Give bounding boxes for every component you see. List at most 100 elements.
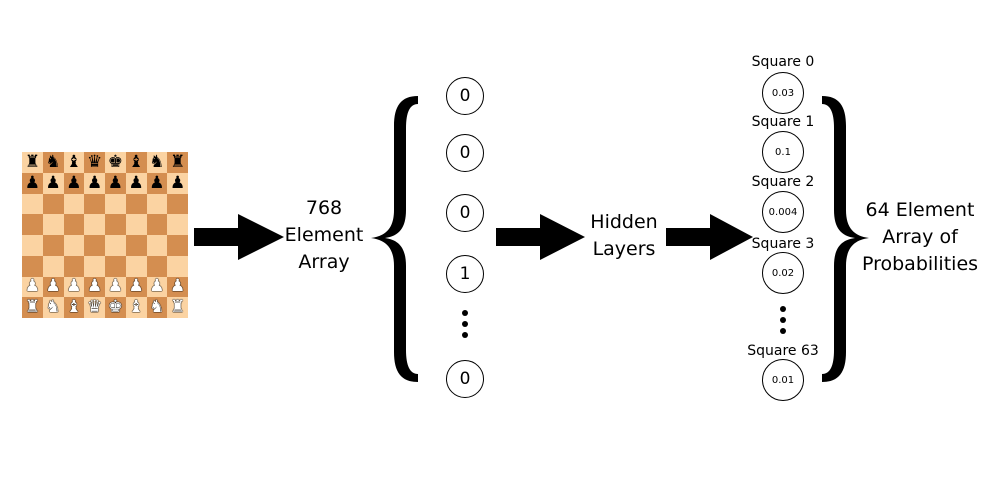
chess-piece: ♟ — [149, 276, 165, 297]
chess-piece: ♟ — [149, 172, 165, 193]
board-square — [167, 193, 188, 215]
board-square: ♜ — [22, 152, 43, 173]
chess-piece: ♛ — [87, 297, 103, 318]
board-square — [84, 193, 105, 215]
board-square — [105, 193, 126, 215]
input-array-label: 768 Element Array — [284, 197, 364, 273]
input-ellipsis — [462, 310, 468, 338]
chess-board: ♜♞♝♛♚♝♞♜♟♟♟♟♟♟♟♟♟♟♟♟♟♟♟♟♜♞♝♛♚♝♞♜ — [22, 152, 188, 318]
board-square: ♟ — [84, 276, 105, 298]
board-square: ♚ — [105, 297, 126, 318]
chess-piece: ♟ — [45, 172, 61, 193]
board-square — [63, 235, 85, 256]
board-square: ♟ — [146, 276, 168, 298]
board-square — [146, 214, 168, 235]
board-square: ♟ — [146, 172, 168, 194]
output-node: 0.004 — [762, 191, 804, 233]
board-square — [63, 214, 85, 235]
chess-piece: ♟ — [24, 276, 40, 297]
board-square — [167, 255, 188, 277]
output-node: 0.02 — [762, 252, 804, 294]
chess-piece: ♞ — [149, 151, 165, 172]
board-square: ♟ — [42, 276, 64, 298]
board-square — [22, 193, 43, 215]
board-square — [167, 214, 188, 235]
board-square — [84, 214, 105, 235]
chess-piece: ♝ — [128, 151, 144, 172]
board-square — [125, 214, 147, 235]
board-square — [146, 255, 168, 277]
chess-piece: ♞ — [149, 297, 165, 318]
chess-piece: ♟ — [87, 172, 103, 193]
board-square: ♞ — [42, 297, 64, 318]
chess-piece: ♚ — [107, 151, 123, 172]
board-square — [167, 235, 188, 256]
output-node: 0.01 — [762, 359, 804, 401]
board-square — [125, 255, 147, 277]
board-square: ♟ — [167, 172, 188, 194]
board-square: ♞ — [42, 152, 64, 173]
output-square-label: Square 1 — [751, 114, 815, 130]
chess-piece: ♜ — [24, 151, 40, 172]
board-square: ♟ — [125, 276, 147, 298]
chess-piece: ♟ — [170, 276, 186, 297]
board-square: ♜ — [167, 152, 188, 173]
board-square: ♟ — [63, 172, 85, 194]
board-square — [146, 235, 168, 256]
output-square-label: Square 2 — [751, 174, 815, 190]
board-square: ♟ — [105, 276, 126, 298]
board-square: ♜ — [167, 297, 188, 318]
board-square: ♟ — [63, 276, 85, 298]
input-node: 0 — [446, 194, 484, 232]
chess-piece: ♜ — [170, 297, 186, 318]
chess-piece: ♟ — [128, 276, 144, 297]
input-node: 0 — [446, 360, 484, 398]
board-square — [22, 255, 43, 277]
output-square-label: Square 63 — [747, 343, 819, 359]
board-square: ♛ — [84, 152, 105, 173]
chess-piece: ♜ — [24, 297, 40, 318]
board-square — [22, 235, 43, 256]
board-square — [125, 235, 147, 256]
board-square — [22, 214, 43, 235]
output-right-brace — [822, 96, 869, 382]
board-square — [63, 193, 85, 215]
board-square: ♟ — [105, 172, 126, 194]
board-square: ♟ — [22, 276, 43, 298]
board-square — [42, 214, 64, 235]
output-square-label: Square 3 — [751, 236, 815, 252]
board-square — [42, 235, 64, 256]
chess-piece: ♝ — [66, 297, 82, 318]
board-square: ♝ — [125, 151, 147, 173]
board-square: ♟ — [167, 276, 188, 298]
board-square — [63, 255, 85, 277]
output-ellipsis — [780, 306, 786, 334]
board-square: ♟ — [42, 172, 64, 194]
chess-piece: ♟ — [87, 276, 103, 297]
board-square — [105, 235, 126, 256]
board-square — [146, 193, 168, 215]
input-left-brace — [371, 96, 418, 382]
board-square: ♝ — [63, 151, 85, 173]
chess-piece: ♟ — [45, 276, 61, 297]
input-node: 1 — [446, 255, 484, 293]
board-square — [42, 255, 64, 277]
hidden-layers-label: Hidden Layers — [590, 211, 658, 260]
board-square: ♟ — [22, 172, 43, 194]
board-square — [105, 255, 126, 277]
board-square: ♚ — [105, 152, 126, 173]
input-node: 0 — [446, 134, 484, 172]
chess-piece: ♟ — [170, 172, 186, 193]
output-node: 0.1 — [762, 131, 804, 173]
board-square — [125, 193, 147, 215]
chess-piece: ♛ — [87, 151, 103, 172]
board-square: ♝ — [63, 297, 85, 318]
board-square: ♟ — [125, 172, 147, 194]
board-square: ♟ — [84, 172, 105, 194]
chess-piece: ♜ — [170, 151, 186, 172]
board-square: ♝ — [125, 297, 147, 318]
board-square — [105, 214, 126, 235]
chess-piece: ♝ — [66, 151, 82, 172]
